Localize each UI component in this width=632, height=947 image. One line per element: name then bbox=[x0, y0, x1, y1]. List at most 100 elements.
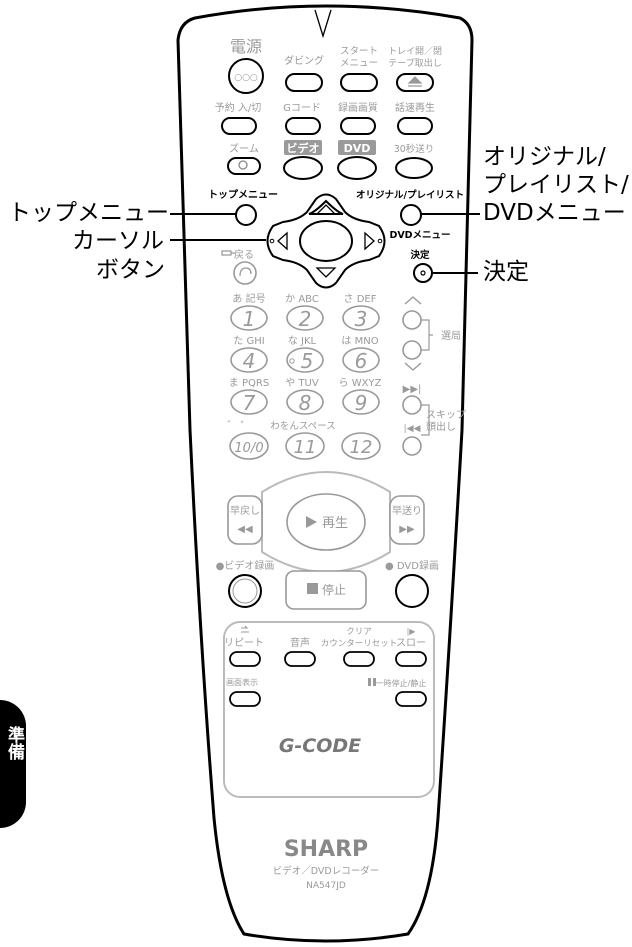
dvd-rec-button[interactable] bbox=[395, 574, 429, 608]
skip-back-icon: |◀◀ bbox=[404, 424, 421, 434]
top-menu-button[interactable] bbox=[235, 204, 257, 226]
key-8-label: 8 bbox=[299, 391, 312, 415]
key-4[interactable] bbox=[230, 347, 268, 373]
callout-cursor-line1: カーソル bbox=[72, 228, 164, 254]
channel-down-button[interactable] bbox=[402, 340, 422, 360]
rewind-button[interactable] bbox=[227, 495, 263, 545]
original-playlist-label: オリジナル/プレイリスト bbox=[356, 189, 464, 201]
audio-button[interactable] bbox=[284, 651, 316, 667]
display-label: 画面表示 bbox=[226, 677, 258, 687]
slow-button[interactable] bbox=[395, 651, 427, 667]
key-9[interactable] bbox=[342, 389, 380, 415]
dvd-menu-label: DVDメニュー bbox=[389, 230, 450, 241]
tray-label-1: トレイ開／閉 bbox=[388, 46, 442, 57]
key-5-label: 5 bbox=[301, 349, 314, 373]
original-playlist-button[interactable] bbox=[400, 204, 422, 226]
stop-label: 停止 bbox=[322, 582, 346, 597]
key-12[interactable] bbox=[341, 432, 381, 460]
skip-forward-button[interactable] bbox=[402, 395, 422, 415]
key-11-label: 11 bbox=[294, 437, 317, 458]
key-6-label: 6 bbox=[355, 349, 368, 373]
lower-panel bbox=[223, 621, 435, 798]
side-tab-label: 準備 bbox=[4, 726, 24, 760]
zoom-button[interactable] bbox=[227, 157, 261, 175]
key-11[interactable] bbox=[285, 432, 325, 460]
skip30-label: 30秒送り bbox=[394, 143, 435, 155]
numeric-keypad: あ 記号 か ABC さ DEF た GHI な JKL は MNO ま PQR… bbox=[227, 292, 382, 460]
display-button[interactable] bbox=[229, 691, 261, 707]
key-8[interactable] bbox=[286, 389, 324, 415]
key-3[interactable] bbox=[342, 305, 380, 331]
return-arrow-icon bbox=[239, 267, 252, 277]
dvd-button[interactable] bbox=[337, 156, 377, 180]
video-rec-inner-ring bbox=[232, 578, 258, 604]
slow-icon: |▶ bbox=[407, 627, 417, 636]
cursor-center-button[interactable] bbox=[299, 220, 353, 262]
key-7[interactable] bbox=[230, 389, 268, 415]
enter-label: 決定 bbox=[410, 249, 430, 261]
rec-quality-label: 録画画質 bbox=[338, 101, 378, 114]
left-arrow-icon[interactable] bbox=[277, 231, 288, 251]
back-button[interactable] bbox=[233, 261, 257, 285]
brand-logo: SHARP bbox=[284, 837, 368, 862]
skip-back-button[interactable] bbox=[402, 436, 422, 456]
key-label-memo: あ 記号 bbox=[232, 292, 265, 305]
rewind-icon: ◀◀ bbox=[237, 524, 253, 535]
skip-label-1: スキップ bbox=[426, 409, 466, 421]
right-arrow-icon[interactable] bbox=[364, 231, 375, 251]
key-3-label: 3 bbox=[355, 307, 368, 331]
dubbing-button[interactable] bbox=[285, 73, 323, 92]
key-5-tactile-dot-icon bbox=[289, 358, 295, 364]
timer-button[interactable] bbox=[221, 117, 257, 135]
remote-body-outline bbox=[176, 4, 474, 943]
key-2[interactable] bbox=[286, 305, 324, 331]
key-10-0[interactable] bbox=[229, 432, 269, 460]
channel-up-button[interactable] bbox=[402, 310, 422, 330]
gcode-button[interactable] bbox=[285, 117, 321, 135]
up-arrow-icon bbox=[315, 204, 337, 215]
key-10-0-label: 10/0 bbox=[234, 441, 263, 456]
stop-button[interactable] bbox=[285, 570, 367, 610]
back-label: 戻る bbox=[234, 248, 254, 261]
model-number: NA547JD bbox=[306, 881, 346, 891]
play-button[interactable] bbox=[286, 493, 366, 551]
clear-label-1: クリア bbox=[346, 627, 372, 637]
ff-icon: ▶▶ bbox=[399, 524, 415, 535]
rewind-label: 早戻し bbox=[230, 504, 260, 517]
key-label-jkl: な JKL bbox=[288, 335, 317, 347]
right-dot-icon bbox=[377, 238, 383, 244]
key-label-pqrs: ま PQRS bbox=[229, 377, 269, 389]
power-button[interactable] bbox=[228, 58, 264, 94]
start-menu-button[interactable] bbox=[340, 73, 378, 92]
video-rec-button[interactable] bbox=[228, 574, 262, 608]
dubbing-label: ダビング bbox=[284, 54, 324, 67]
speed-play-button[interactable] bbox=[397, 117, 433, 135]
key-label-def: さ DEF bbox=[344, 293, 377, 305]
key-5[interactable] bbox=[286, 347, 324, 373]
skip30-button[interactable] bbox=[395, 157, 433, 179]
key-1[interactable] bbox=[230, 305, 268, 331]
key-9-label: 9 bbox=[355, 391, 368, 415]
pause-icon-bar-2 bbox=[373, 678, 376, 686]
rec-quality-button[interactable] bbox=[340, 117, 376, 135]
pause-button[interactable] bbox=[395, 691, 427, 707]
clear-button[interactable] bbox=[343, 651, 375, 667]
down-arrow-icon[interactable] bbox=[315, 267, 337, 278]
key-label-ghi: た GHI bbox=[233, 335, 264, 347]
play-label: 再生 bbox=[322, 516, 348, 531]
key-label-wxyz: ら WXYZ bbox=[339, 377, 382, 389]
start-menu-label-2: メニュー bbox=[340, 58, 378, 69]
gcode-logo: G-CODE bbox=[279, 735, 361, 757]
video-button[interactable] bbox=[283, 156, 323, 180]
key-6[interactable] bbox=[342, 347, 380, 373]
fast-forward-button[interactable] bbox=[389, 495, 425, 545]
channel-bracket bbox=[421, 319, 433, 351]
key-label-mno: は MNO bbox=[341, 335, 378, 347]
pause-label: 一時停止/静止 bbox=[376, 678, 427, 688]
repeat-label: リピート bbox=[224, 637, 264, 649]
dvd-rec-label: ● DVD録画 bbox=[385, 559, 439, 572]
video-label: ビデオ bbox=[287, 141, 320, 155]
repeat-button[interactable] bbox=[229, 651, 261, 667]
enter-button[interactable] bbox=[413, 263, 433, 283]
